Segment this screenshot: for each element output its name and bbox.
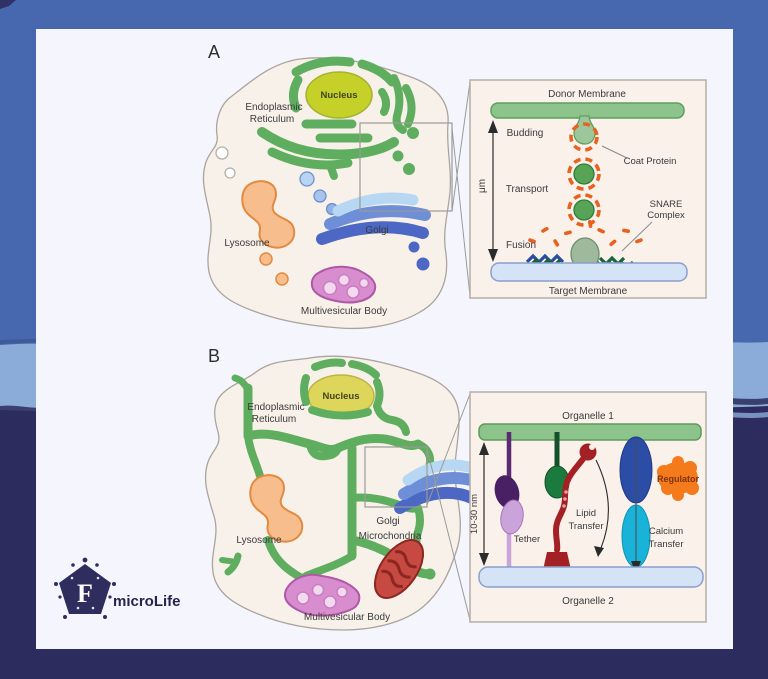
connector-line [451,127,471,297]
transport-label: Transport [506,184,549,195]
mvb-vesicle [337,273,351,287]
tether [494,432,524,570]
lysosome-vesicle [259,252,273,266]
fems-microlife-logo: F microLife [54,557,181,619]
coat-protein-label: Coat Protein [624,156,677,167]
mvb-vesicle [346,285,360,299]
budding-label: Budding [507,128,544,139]
nucleus-a [305,71,373,119]
mvb-b-label: Multivesicular Body [304,612,390,623]
target-membrane [490,262,688,282]
transport-vesicle [573,163,595,185]
mvb-vesicle [311,583,325,597]
logo-pentagon [59,564,111,614]
coat-protein-ring [567,193,601,227]
distance-arrow: 10-30 nm [469,442,489,566]
mvb-vesicle [322,280,338,296]
lysosome-b-label: Lysosome [236,535,282,546]
transport-vesicle [573,199,595,221]
blue-vesicle [313,189,327,203]
panel-a: A [202,42,707,330]
regulator-label: Regulator [657,474,700,484]
regulator: Regulator [657,456,700,501]
coat-protein-ring [567,157,601,191]
connector-line [426,393,471,506]
snare-label-line1: SNARE [650,199,683,210]
lipid-transfer-label-line1: Lipid [576,508,596,519]
zoom-square-b [364,446,428,508]
logo-speckles [54,557,116,619]
mvb-vesicle [358,277,370,289]
nucleus-a-label: Nucleus [321,90,358,101]
target-membrane-label: Target Membrane [549,286,628,297]
mitochondria-label: Microchondria [359,531,422,542]
organelle1-label: Organelle 1 [562,411,614,422]
er-a-label-line1: Endoplasmic [245,102,302,113]
zoom-square-a [359,122,453,212]
organelle2-membrane [478,566,704,588]
golgi-a-label: Golgi [365,225,388,236]
fusion-label: Fusion [506,240,536,251]
er-b-label-line2: Reticulum [252,414,296,425]
lysosome-vesicle [275,272,289,286]
inset-a: Donor Membrane Budding Coat Protein Tran… [469,79,707,299]
lipid-transfer-label-line2: Transfer [568,521,603,532]
pointer-line [621,221,653,252]
white-vesicle [224,167,236,179]
logo-inner-speckles [70,576,100,610]
connector-line [426,448,471,621]
pointer-line [601,145,628,159]
organelle1-membrane [478,423,702,441]
mitochondria-b [374,539,424,599]
inset-b: Organelle 1 10-30 nm Tether [469,391,707,623]
blue-vesicle [299,171,315,187]
lysosome-a-label: Lysosome [224,238,270,249]
organelle2-label: Organelle 2 [562,596,614,607]
mvb-a-label: Multivesicular Body [301,306,387,317]
mvb-vesicle [336,586,348,598]
coat-protein-ring [569,122,599,152]
tether-label: Tether [514,534,540,545]
cell-b: Nucleus Endoplasmic Reticulum Golgi Micr… [204,355,484,631]
lipid-transfer [543,432,597,570]
nucleus-b-label: Nucleus [323,391,360,402]
panel-b-letter: B [208,346,220,366]
golgi-b-label: Golgi [376,516,399,527]
lipid-flow-arrow [594,459,609,557]
coat-fragments [528,219,643,247]
mvb-vesicle [296,591,310,605]
calcium-transfer [619,436,653,574]
snare-label-line2: Complex [647,210,685,221]
logo-wordmark: microLife [113,593,181,610]
mvb-vesicle [323,595,337,609]
lysosome-a [241,180,296,249]
er-a-label-line2: Reticulum [250,114,294,125]
panel-b: B [204,346,707,631]
golgi-a [316,192,431,271]
lysosome-b [249,474,304,543]
distance-label: 10-30 nm [469,494,480,534]
scale-label-a: μm [477,179,488,193]
white-vesicle [215,146,229,160]
calcium-transfer-label-line2: Transfer [648,539,683,550]
donor-membrane-label: Donor Membrane [548,89,626,100]
cell-a: Nucleus Endoplasmic Reticulum Golgi Lyso… [202,56,471,330]
scale-arrow-a: μm [477,120,498,262]
er-b-label-line1: Endoplasmic [247,402,304,413]
mvb-b [284,573,361,617]
logo-letter: F [77,579,93,608]
calcium-transfer-label-line1: Calcium [649,526,683,537]
panel-a-letter: A [208,42,220,62]
connector-line [451,81,471,212]
